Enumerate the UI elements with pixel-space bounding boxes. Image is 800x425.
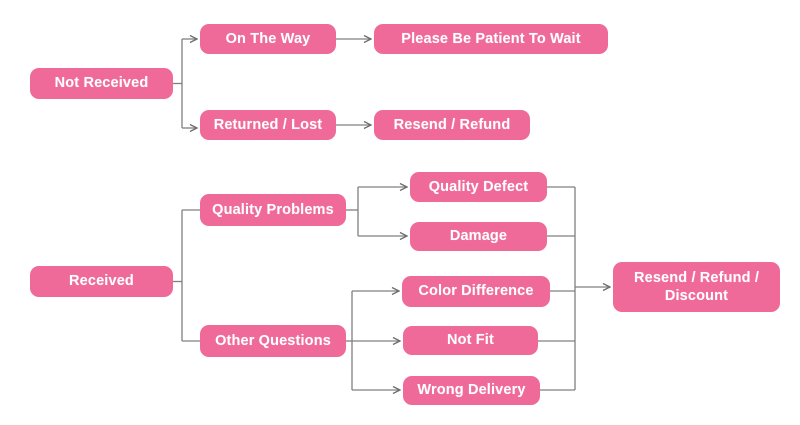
node-received[interactable]: Received (30, 266, 173, 297)
node-please-be-patient[interactable]: Please Be Patient To Wait (374, 24, 608, 54)
node-resend-refund[interactable]: Resend / Refund (374, 110, 530, 140)
node-damage[interactable]: Damage (410, 222, 547, 251)
node-not-fit[interactable]: Not Fit (403, 326, 538, 355)
node-returned-lost[interactable]: Returned / Lost (200, 110, 336, 140)
node-not-received[interactable]: Not Received (30, 68, 173, 99)
node-quality-problems[interactable]: Quality Problems (200, 194, 346, 226)
node-quality-defect[interactable]: Quality Defect (410, 172, 547, 202)
node-color-difference[interactable]: Color Difference (402, 276, 550, 307)
node-other-questions[interactable]: Other Questions (200, 325, 346, 357)
node-resend-refund-discount[interactable]: Resend / Refund / Discount (613, 262, 780, 312)
node-wrong-delivery[interactable]: Wrong Delivery (403, 376, 540, 405)
node-on-the-way[interactable]: On The Way (200, 24, 336, 54)
